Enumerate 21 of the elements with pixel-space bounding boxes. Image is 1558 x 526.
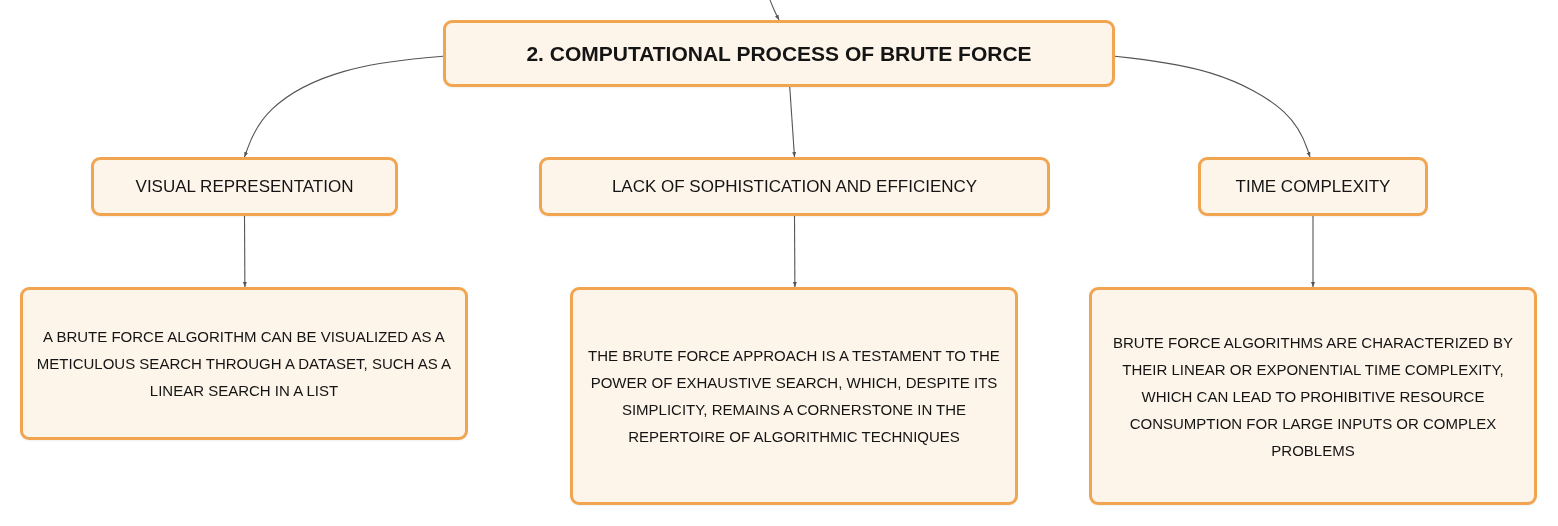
topic-box: [443, 20, 1115, 87]
subtopic-label: LACK OF SOPHISTICATION AND EFFICIENCY: [611, 176, 978, 197]
detail-text: BRUTE FORCE ALGORITHMS ARE CHARACTERIZED BY THEIR LINEAR OR EXPONENTIAL TIME COMPLEXITY, WHICH CAN LEAD TO PROHIBITIVE RESOURCE CONSUMPTION FOR LARGE INPUTS OR COMPLEX PROBLEMS: [1111, 332, 1515, 461]
subtopic-box: [1198, 157, 1428, 216]
arrow: [1114, 55, 1311, 158]
subtopic-label: VISUAL REPRESENTATION: [135, 176, 354, 197]
arrow: [243, 55, 444, 158]
detail-text: THE BRUTE FORCE APPROACH IS A TESTAMENT TO THE POWER OF EXHAUSTIVE SEARCH, WHICH, DESPITE ITS SIMPLICITY, REMAINS A CORNERSTONE IN THE REPERTOIRE OF ALGORITHMIC TECHNIQUES: [587, 346, 1001, 447]
arrow: [789, 86, 797, 158]
subtopic-label: TIME COMPLEXITY: [1235, 176, 1391, 197]
arrow: [242, 215, 247, 288]
detail-text: A BRUTE FORCE ALGORITHM CAN BE VISUALIZED AS A METICULOUS SEARCH THROUGH A DATASET, SUCH AS A LINEAR SEARCH IN A LIST: [35, 327, 453, 401]
subtopic-box: [91, 157, 398, 216]
arrow: [769, 0, 780, 21]
detail-box: [570, 287, 1018, 505]
topic-title: 2. COMPUTATIONAL PROCESS OF BRUTE FORCE: [526, 41, 1032, 66]
arrow: [1311, 215, 1315, 288]
detail-box: [1089, 287, 1537, 505]
detail-box: [20, 287, 468, 440]
arrow: [792, 215, 797, 288]
subtopic-box: [539, 157, 1050, 216]
